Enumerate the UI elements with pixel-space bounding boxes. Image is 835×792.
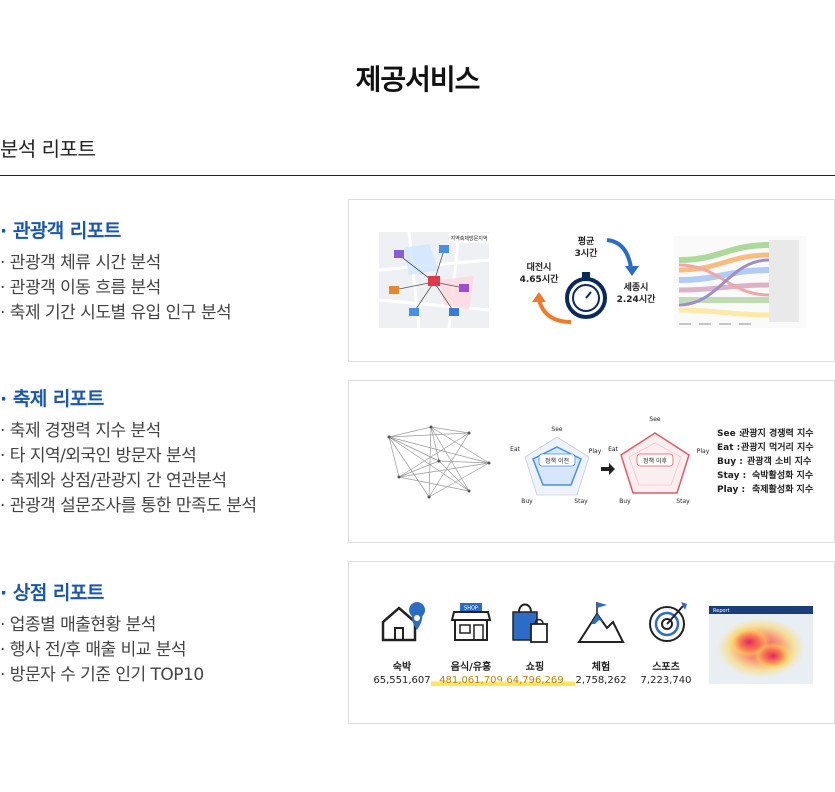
category-value-experience: 2,758,262 bbox=[575, 675, 627, 686]
svg-text:Play :: Play : bbox=[717, 485, 745, 495]
report-title: · 축제 리포트 bbox=[0, 388, 104, 410]
category-label-food: 음식/유흥 bbox=[450, 662, 492, 673]
svg-text:Play: Play bbox=[589, 448, 602, 455]
section-tab-analysis-report[interactable]: 분석 리포트 bbox=[0, 137, 96, 161]
report-store: · 상점 리포트 · 업종별 매출현황 분석 · 행사 전/후 매출 비교 분석… bbox=[0, 578, 204, 688]
festival-report-panel: See Eat Play Buy Stay 정책 이전 See Eat Play… bbox=[348, 380, 835, 543]
svg-text:Eat :: Eat : bbox=[717, 443, 740, 453]
svg-text:축제활성화 지수: 축제활성화 지수 bbox=[752, 483, 813, 495]
stopwatch-figure: 평균 3시간 대전시 4.65시간 세종시 2.24시간 bbox=[520, 235, 656, 324]
svg-text:Stay :: Stay : bbox=[717, 471, 746, 481]
list-item: · 축제 기간 시도별 유입 인구 분석 bbox=[0, 303, 232, 323]
list-item: · 관광객 이동 흐름 분석 bbox=[0, 278, 161, 298]
house-pin-icon bbox=[381, 602, 426, 642]
category-label-sports: 스포츠 bbox=[652, 662, 680, 673]
target-icon bbox=[649, 602, 687, 642]
svg-text:2.24시간: 2.24시간 bbox=[617, 293, 656, 305]
svg-text:Eat: Eat bbox=[510, 446, 520, 453]
svg-text:관광지 경쟁력 지수: 관광지 경쟁력 지수 bbox=[741, 427, 814, 439]
svg-text:4.65시간: 4.65시간 bbox=[520, 273, 559, 285]
page-title: 제공서비스 bbox=[355, 63, 481, 96]
svg-text:See: See bbox=[551, 426, 563, 433]
svg-text:평균: 평균 bbox=[578, 235, 595, 247]
network-graph bbox=[388, 426, 490, 498]
svg-text:Buy :: Buy : bbox=[717, 457, 743, 467]
svg-text:Buy: Buy bbox=[619, 498, 631, 505]
list-item: · 타 지역/외국인 방문자 분석 bbox=[0, 446, 197, 466]
svg-text:숙박활성화 지수: 숙박활성화 지수 bbox=[752, 469, 813, 481]
svg-text:관광객 소비 지수: 관광객 소비 지수 bbox=[747, 455, 811, 467]
list-item: · 업종별 매출현황 분석 bbox=[0, 615, 156, 635]
mountain-flag-icon bbox=[577, 602, 625, 643]
svg-text:대전시: 대전시 bbox=[527, 261, 552, 273]
list-item: · 축제 경쟁력 지수 분석 bbox=[0, 421, 161, 441]
shop-icon: SHOP bbox=[450, 603, 492, 641]
category-label-experience: 체험 bbox=[591, 662, 611, 673]
sales-heatmap: Report bbox=[709, 606, 813, 684]
report-tourist: · 관광객 리포트 · 관광객 체류 시간 분석 · 관광객 이동 흐름 분석 … bbox=[0, 216, 232, 326]
svg-text:정책 이전: 정책 이전 bbox=[545, 457, 569, 465]
list-item: · 축제와 상점/관광지 간 연관분석 bbox=[0, 471, 227, 491]
svg-text:3시간: 3시간 bbox=[575, 247, 599, 259]
svg-text:See: See bbox=[649, 416, 661, 423]
tourist-report-panel: 지역축제방문지역 평균 3시간 대전시 4.65시간 세종시 2.24시간 bbox=[348, 199, 835, 362]
section-divider bbox=[0, 175, 835, 176]
category-value-sports: 7,223,740 bbox=[640, 675, 692, 686]
list-item: · 관광객 체류 시간 분석 bbox=[0, 253, 161, 273]
svg-text:세종시: 세종시 bbox=[624, 281, 649, 293]
list-item: · 방문자 수 기준 인기 TOP10 bbox=[0, 665, 204, 685]
category-value-food: 481,061,709 bbox=[431, 675, 511, 686]
arrow-right-icon bbox=[601, 463, 615, 475]
map-label: 지역축제방문지역 bbox=[451, 235, 488, 242]
report-items: · 관광객 체류 시간 분석 · 관광객 이동 흐름 분석 · 축제 기간 시도… bbox=[0, 251, 232, 326]
category-label-lodging: 숙박 bbox=[392, 662, 412, 673]
report-festival: · 축제 리포트 · 축제 경쟁력 지수 분석 · 타 지역/외국인 방문자 분… bbox=[0, 384, 257, 519]
list-item: · 관광객 설문조사를 통한 만족도 분석 bbox=[0, 496, 257, 516]
radar-chart-after: See Eat Play Buy Stay 정책 이후 bbox=[608, 416, 710, 505]
report-title: · 상점 리포트 bbox=[0, 582, 104, 604]
category-label-shopping: 쇼핑 bbox=[525, 662, 545, 673]
svg-text:Buy: Buy bbox=[521, 498, 533, 505]
tourist-report-figure: 지역축제방문지역 평균 3시간 대전시 4.65시간 세종시 2.24시간 bbox=[378, 231, 806, 329]
category-value-lodging: 65,551,607 bbox=[373, 675, 431, 686]
svg-text:관광지 먹거리 지수: 관광지 먹거리 지수 bbox=[741, 441, 814, 453]
svg-text:정책 이후: 정책 이후 bbox=[643, 457, 667, 465]
svg-text:SHOP: SHOP bbox=[464, 606, 478, 612]
svg-text:See :: See : bbox=[717, 429, 742, 439]
svg-text:Play: Play bbox=[697, 448, 710, 455]
svg-text:Report: Report bbox=[713, 608, 730, 614]
report-items: · 업종별 매출현황 분석 · 행사 전/후 매출 비교 분석 · 방문자 수 … bbox=[0, 613, 204, 688]
category-value-shopping: 64,796,269 bbox=[495, 675, 575, 686]
report-title: · 관광객 리포트 bbox=[0, 220, 121, 242]
svg-text:Eat: Eat bbox=[608, 446, 618, 453]
report-items: · 축제 경쟁력 지수 분석 · 타 지역/외국인 방문자 분석 · 축제와 상… bbox=[0, 419, 257, 519]
map-thumbnail: 지역축제방문지역 bbox=[378, 231, 490, 329]
shopping-bag-icon bbox=[512, 603, 548, 643]
list-item: · 행사 전/후 매출 비교 분석 bbox=[0, 640, 187, 660]
store-report-panel: SHOP 숙박 65,551,607 음식/유흥 481,061,709 쇼핑 … bbox=[348, 561, 835, 724]
radar-chart-before: See Eat Play Buy Stay 정책 이전 bbox=[510, 426, 602, 505]
festival-report-figure: See Eat Play Buy Stay 정책 이전 See Eat Play… bbox=[387, 416, 814, 505]
index-legend: See : 관광지 경쟁력 지수 Eat : 관광지 먹거리 지수 Buy : … bbox=[717, 427, 814, 495]
svg-text:Stay: Stay bbox=[676, 498, 690, 505]
svg-text:Stay: Stay bbox=[574, 498, 588, 505]
flow-sankey-figure bbox=[674, 236, 806, 328]
